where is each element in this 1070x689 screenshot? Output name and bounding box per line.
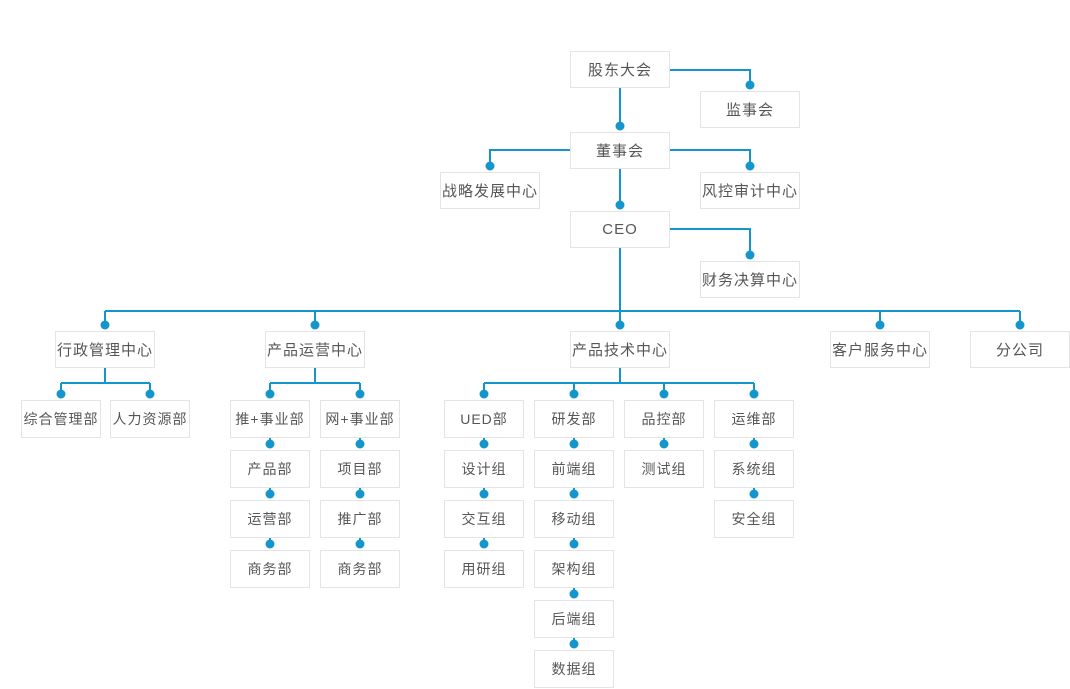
node-financial-settlement-center: 财务决算中心 — [700, 261, 800, 298]
node-design-group: 设计组 — [444, 450, 524, 488]
node-business-dept-left: 商务部 — [230, 550, 310, 588]
node-security-group: 安全组 — [714, 500, 794, 538]
node-mobile-group: 移动组 — [534, 500, 614, 538]
connector-operation-split — [265, 368, 365, 399]
node-general-management-dept: 综合管理部 — [21, 400, 101, 438]
connector-chains — [265, 438, 759, 649]
connector-ceo-distribution — [100, 248, 1025, 330]
node-operation-dept: 运营部 — [230, 500, 310, 538]
connector-top-chain — [485, 69, 755, 260]
node-product-dept: 产品部 — [230, 450, 310, 488]
node-strategic-development-center: 战略发展中心 — [440, 172, 540, 209]
node-board-of-directors: 董事会 — [570, 132, 670, 169]
connector-admin-split — [56, 368, 155, 399]
node-ceo: CEO — [570, 211, 670, 248]
node-project-dept: 项目部 — [320, 450, 400, 488]
node-ops-dept: 运维部 — [714, 400, 794, 438]
node-qc-dept: 品控部 — [624, 400, 704, 438]
node-admin-management-center: 行政管理中心 — [55, 331, 155, 368]
node-architecture-group: 架构组 — [534, 550, 614, 588]
node-interaction-group: 交互组 — [444, 500, 524, 538]
node-promotion-dept: 推广部 — [320, 500, 400, 538]
node-data-group: 数据组 — [534, 650, 614, 688]
node-frontend-group: 前端组 — [534, 450, 614, 488]
node-tui-business-dept: 推+事业部 — [230, 400, 310, 438]
node-ued-dept: UED部 — [444, 400, 524, 438]
node-risk-audit-center: 风控审计中心 — [700, 172, 800, 209]
node-supervisory-board: 监事会 — [700, 91, 800, 128]
node-branch-company: 分公司 — [970, 331, 1070, 368]
node-customer-service-center: 客户服务中心 — [830, 331, 930, 368]
node-rd-dept: 研发部 — [534, 400, 614, 438]
node-testing-group: 测试组 — [624, 450, 704, 488]
node-system-group: 系统组 — [714, 450, 794, 488]
node-user-research-group: 用研组 — [444, 550, 524, 588]
node-product-operation-center: 产品运营中心 — [265, 331, 365, 368]
node-backend-group: 后端组 — [534, 600, 614, 638]
node-wang-business-dept: 网+事业部 — [320, 400, 400, 438]
node-product-technology-center: 产品技术中心 — [570, 331, 670, 368]
node-business-dept-right: 商务部 — [320, 550, 400, 588]
connector-technology-split — [479, 368, 759, 399]
node-human-resources-dept: 人力资源部 — [110, 400, 190, 438]
node-shareholders-meeting: 股东大会 — [570, 51, 670, 88]
